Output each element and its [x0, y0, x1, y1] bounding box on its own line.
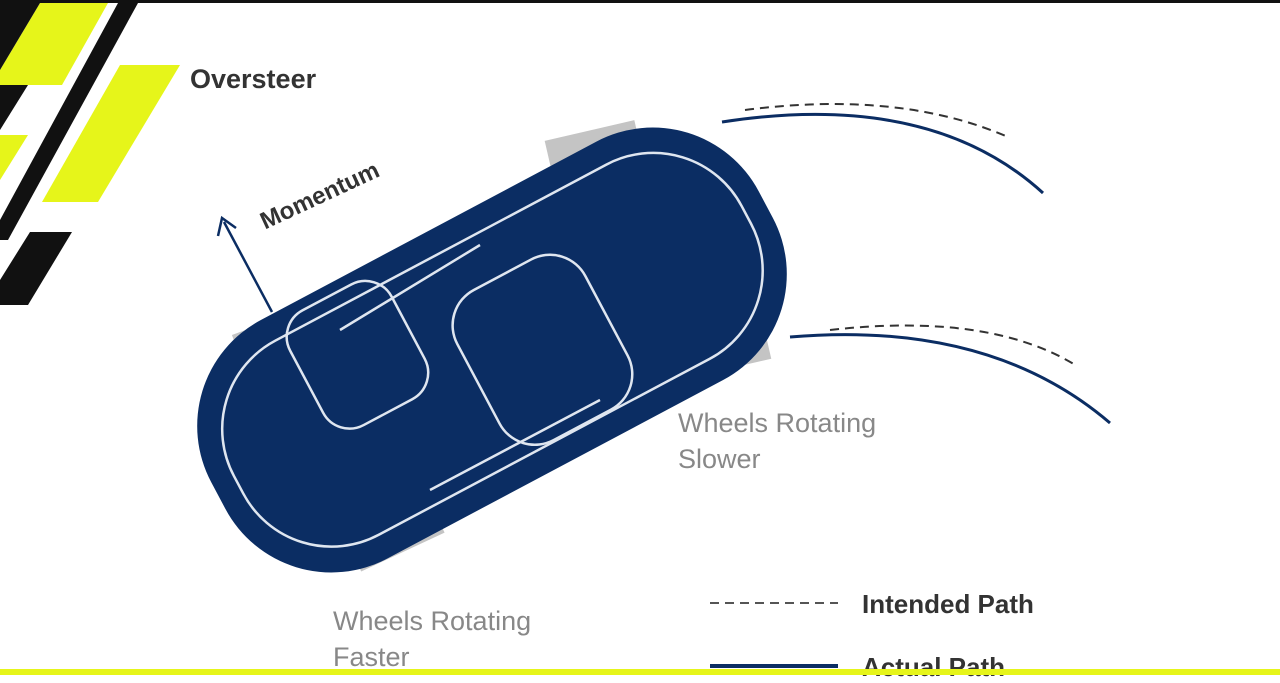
top-border: [0, 0, 1280, 3]
car-body: [197, 127, 787, 573]
diagram-title: Oversteer: [190, 64, 317, 94]
intended-path-lower: [829, 324, 1078, 367]
rear-line-2: Slower: [678, 444, 761, 474]
decorative-stripes: [0, 3, 180, 305]
intended-path-upper: [744, 103, 1009, 138]
actual-path-lower: [789, 333, 1111, 425]
rear-line-1: Wheels Rotating: [678, 408, 877, 438]
paths: [721, 103, 1111, 425]
front-line-1: Wheels Rotating: [333, 606, 532, 636]
legend-intended-label: Intended Path: [862, 589, 1034, 619]
legend-actual-label: Actual Path: [862, 652, 1006, 682]
momentum-arrow: [216, 215, 274, 313]
actual-path-upper: [721, 113, 1045, 195]
bottom-border: [0, 669, 1280, 675]
front-line-2: Faster: [333, 642, 410, 672]
